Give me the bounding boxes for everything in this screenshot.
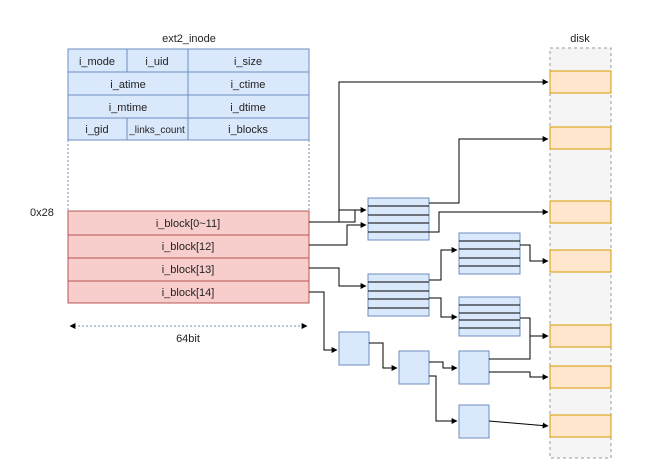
- cell-i-links-count-label: _links_count: [128, 125, 185, 136]
- cell-i-gid-label: i_gid: [85, 124, 108, 136]
- cell-i-mtime-label: i_mtime: [109, 102, 148, 114]
- i-block-row-direct-label: i_block[0~11]: [156, 218, 220, 230]
- disk-block-4: [549, 249, 612, 273]
- disk-blocks: [549, 70, 612, 438]
- edge-block12-to-single: [309, 222, 367, 246]
- triple-indirect-box-2: [398, 350, 430, 385]
- edge-triple-2-to-4: [429, 375, 458, 424]
- i-block-row-13-label: i_block[13]: [162, 264, 215, 276]
- connectors: [309, 79, 549, 429]
- edge-triple-2-to-3: [429, 361, 458, 371]
- triple-indirect-box-1: [338, 331, 370, 366]
- edge-block13-to-double: [309, 267, 367, 289]
- disk-block-5: [549, 324, 612, 348]
- edge-triple-4-to-disk-7: [488, 420, 549, 429]
- inode-title: ext2_inode: [162, 33, 216, 45]
- cell-i-dtime-label: i_dtime: [230, 102, 265, 114]
- disk-block-6: [549, 365, 612, 389]
- i-block-row-12-label: i_block[12]: [162, 241, 215, 253]
- edge-single-to-disk-2: [429, 136, 549, 204]
- width-label: 64bit: [176, 333, 200, 345]
- edge-direct-to-disk-2: [309, 209, 359, 223]
- cell-i-size-label: i_size: [234, 56, 262, 68]
- cell-i-atime-label: i_atime: [110, 79, 145, 91]
- i-block-table: i_block[0~11] i_block[12] i_block[13] i_…: [67, 210, 310, 304]
- edge-double-to-sub2: [429, 297, 458, 320]
- disk-block-7: [549, 414, 612, 438]
- inode-header-table: i_mode i_uid i_size i_atime i_ctime i_mt…: [67, 48, 310, 141]
- triple-indirect-box-4: [458, 404, 490, 439]
- i-block-row-14-label: i_block[14]: [162, 287, 215, 299]
- cell-i-blocks-label: i_blocks: [228, 124, 268, 136]
- edge-sub2-to-disk-5: [520, 317, 549, 339]
- double-indirect-sub-table-1: [458, 232, 521, 275]
- edge-double-to-sub1: [429, 247, 458, 281]
- i-block-row-direct: [67, 210, 310, 236]
- edge-block14-to-triple-1: [309, 291, 338, 353]
- edge-single-to-disk-3: [429, 209, 549, 233]
- edge-triple-3-to-disk-6: [489, 371, 549, 380]
- double-indirect-table: [367, 273, 430, 317]
- single-indirect-table: [367, 197, 430, 241]
- edge-sub1-to-disk-4: [520, 244, 549, 264]
- offset-label: 0x28: [30, 207, 54, 219]
- cell-i-ctime-label: i_ctime: [231, 79, 266, 91]
- disk-block-1: [549, 70, 612, 94]
- disk-block-2: [549, 126, 612, 150]
- edge-triple-1-to-2: [369, 342, 398, 371]
- disk-title: disk: [570, 33, 590, 45]
- double-indirect-sub-table-2: [458, 296, 521, 337]
- cell-i-blocks: [187, 117, 310, 141]
- triple-indirect-box-3: [458, 350, 490, 385]
- cell-i-uid-label: i_uid: [145, 56, 168, 68]
- edge-direct-to-single: [339, 207, 367, 223]
- edge-triple-3-to-disk-5: [489, 333, 549, 360]
- cell-i-mode-label: i_mode: [79, 56, 115, 68]
- disk-block-3: [549, 200, 612, 224]
